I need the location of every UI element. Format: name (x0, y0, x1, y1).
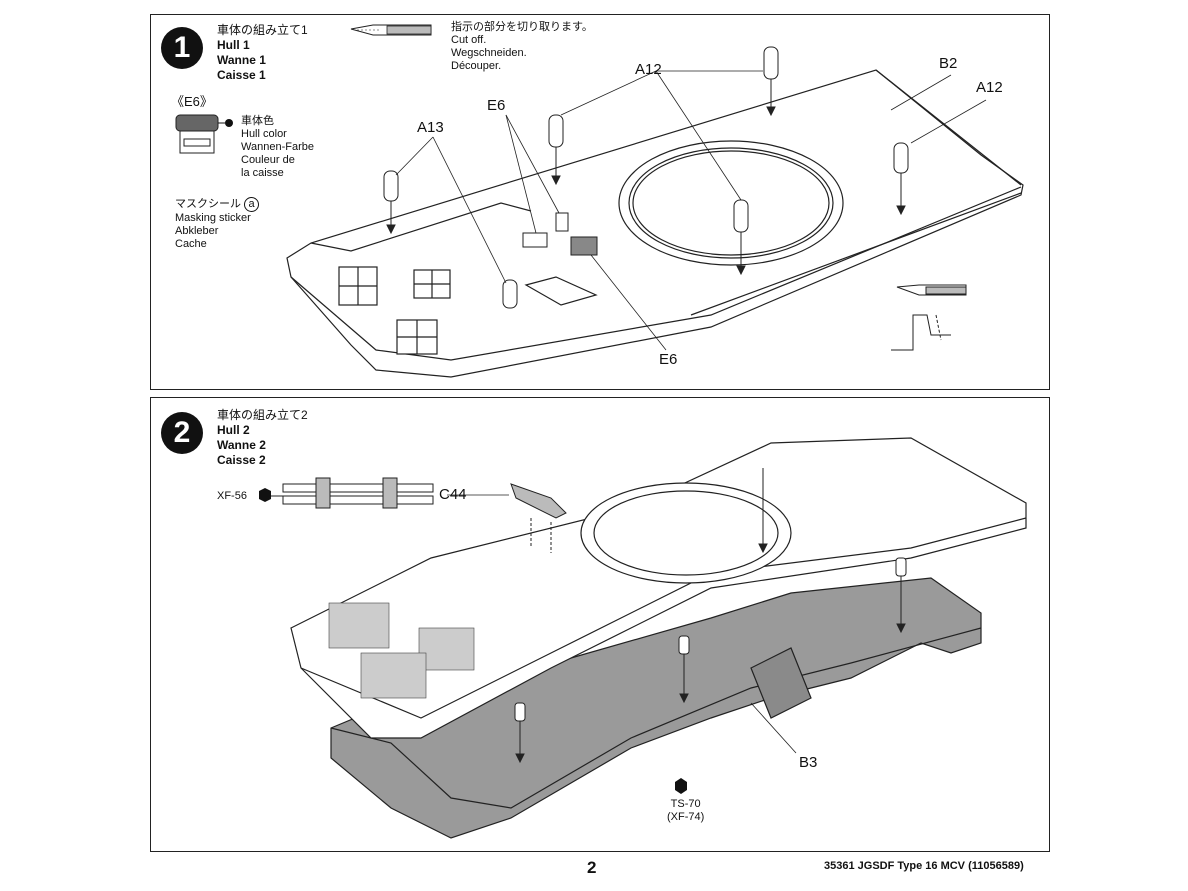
cut-note-jp: 指示の部分を切り取ります。 (451, 21, 593, 33)
step-2-drawing (259, 437, 1027, 839)
part-label-b3: B3 (799, 754, 818, 771)
hull-upper-plate-b2 (286, 69, 1024, 378)
page-number: 2 (587, 858, 597, 877)
paint-label-xf56: XF-56 (217, 490, 247, 502)
step-1-title-de: Wanne 1 (217, 53, 266, 67)
paint-label-xf74-code: (XF-74) (667, 811, 705, 823)
hull-color-note: 車体色 Hull color Wannen-Farbe Couleur de l… (241, 115, 314, 180)
c44-part (510, 483, 567, 553)
step-1-drawing (175, 24, 1024, 378)
pins (514, 557, 907, 722)
step-2-number: 2 (161, 412, 203, 454)
step-2-panel: 2 車体の組み立て2 Hull 2 Wanne 2 Caisse 2 (150, 397, 1050, 852)
step-2-title-de: Wanne 2 (217, 438, 266, 452)
hobby-knife-icon (350, 24, 432, 36)
hull-color-en: Hull color (241, 128, 287, 140)
part-label-e6-bottom: E6 (659, 351, 678, 368)
step-1-title-fr: Caisse 1 (217, 68, 266, 82)
step2-arrows (515, 468, 906, 764)
paint-bottle-icon-left (259, 488, 271, 502)
cut-note-fr: Découper. (451, 60, 502, 72)
part-label-a12-right: A12 (976, 79, 1003, 96)
masking-sticker-fr: Cache (175, 238, 207, 250)
part-label-b2: B2 (939, 55, 958, 72)
step-1-panel: 1 車体の組み立て1 Hull 1 Wanne 1 Caisse 1 (150, 14, 1050, 390)
paint-label-ts70: TS-70 (XF-74) (667, 798, 704, 824)
cut-note-en: Cut off. (451, 34, 487, 46)
masking-sticker-letter: a (244, 197, 260, 212)
paint-bottle-icon-bottom (675, 778, 687, 794)
masking-sticker-note: マスクシール a Masking sticker Abkleber Cache (175, 197, 260, 251)
e6-parts (522, 212, 598, 256)
part-label-a13: A13 (417, 119, 444, 136)
e6-callout-part-label: 《E6》 (171, 94, 213, 109)
footer-product-code: 35361 JGSDF Type 16 MCV (11056589) (824, 860, 1024, 872)
step-2-title-jp: 車体の組み立て2 (217, 408, 308, 422)
step-1-title-en: Hull 1 (217, 38, 250, 52)
side-detail-part (271, 477, 434, 509)
step-2-title-fr: Caisse 2 (217, 453, 266, 467)
step-2-title-en: Hull 2 (217, 423, 250, 437)
upper-hull-plate (290, 437, 1027, 739)
cut-detail (891, 284, 967, 351)
hull-color-jp: 車体色 (241, 115, 274, 127)
masking-sticker-jp: マスクシール (175, 198, 241, 210)
leader-lines (395, 70, 987, 351)
part-label-e6-top: E6 (487, 97, 506, 114)
masking-sticker-en: Masking sticker (175, 212, 251, 224)
cut-note: 指示の部分を切り取ります。 Cut off. Wegschneiden. Déc… (451, 21, 593, 73)
paint-label-ts70-code: TS-70 (670, 798, 701, 810)
e6-part-icon (175, 114, 233, 154)
part-label-c44: C44 (439, 486, 467, 503)
masking-sticker-de: Abkleber (175, 225, 219, 237)
lower-hull-b3 (330, 577, 982, 839)
step-1-number: 1 (161, 27, 203, 69)
cut-note-de: Wegschneiden. (451, 47, 527, 59)
step-1-title-jp: 車体の組み立て1 (217, 23, 308, 37)
hull-color-fr-1: Couleur de (241, 154, 295, 166)
posts (383, 46, 909, 309)
step-1-title: 車体の組み立て1 Hull 1 Wanne 1 Caisse 1 (217, 23, 308, 83)
step-2-title: 車体の組み立て2 Hull 2 Wanne 2 Caisse 2 (217, 408, 308, 468)
part-label-a12-top: A12 (635, 61, 662, 78)
assembly-arrows (386, 79, 906, 276)
hull-color-de: Wannen-Farbe (241, 141, 314, 153)
hull-color-fr-2: la caisse (241, 167, 284, 179)
